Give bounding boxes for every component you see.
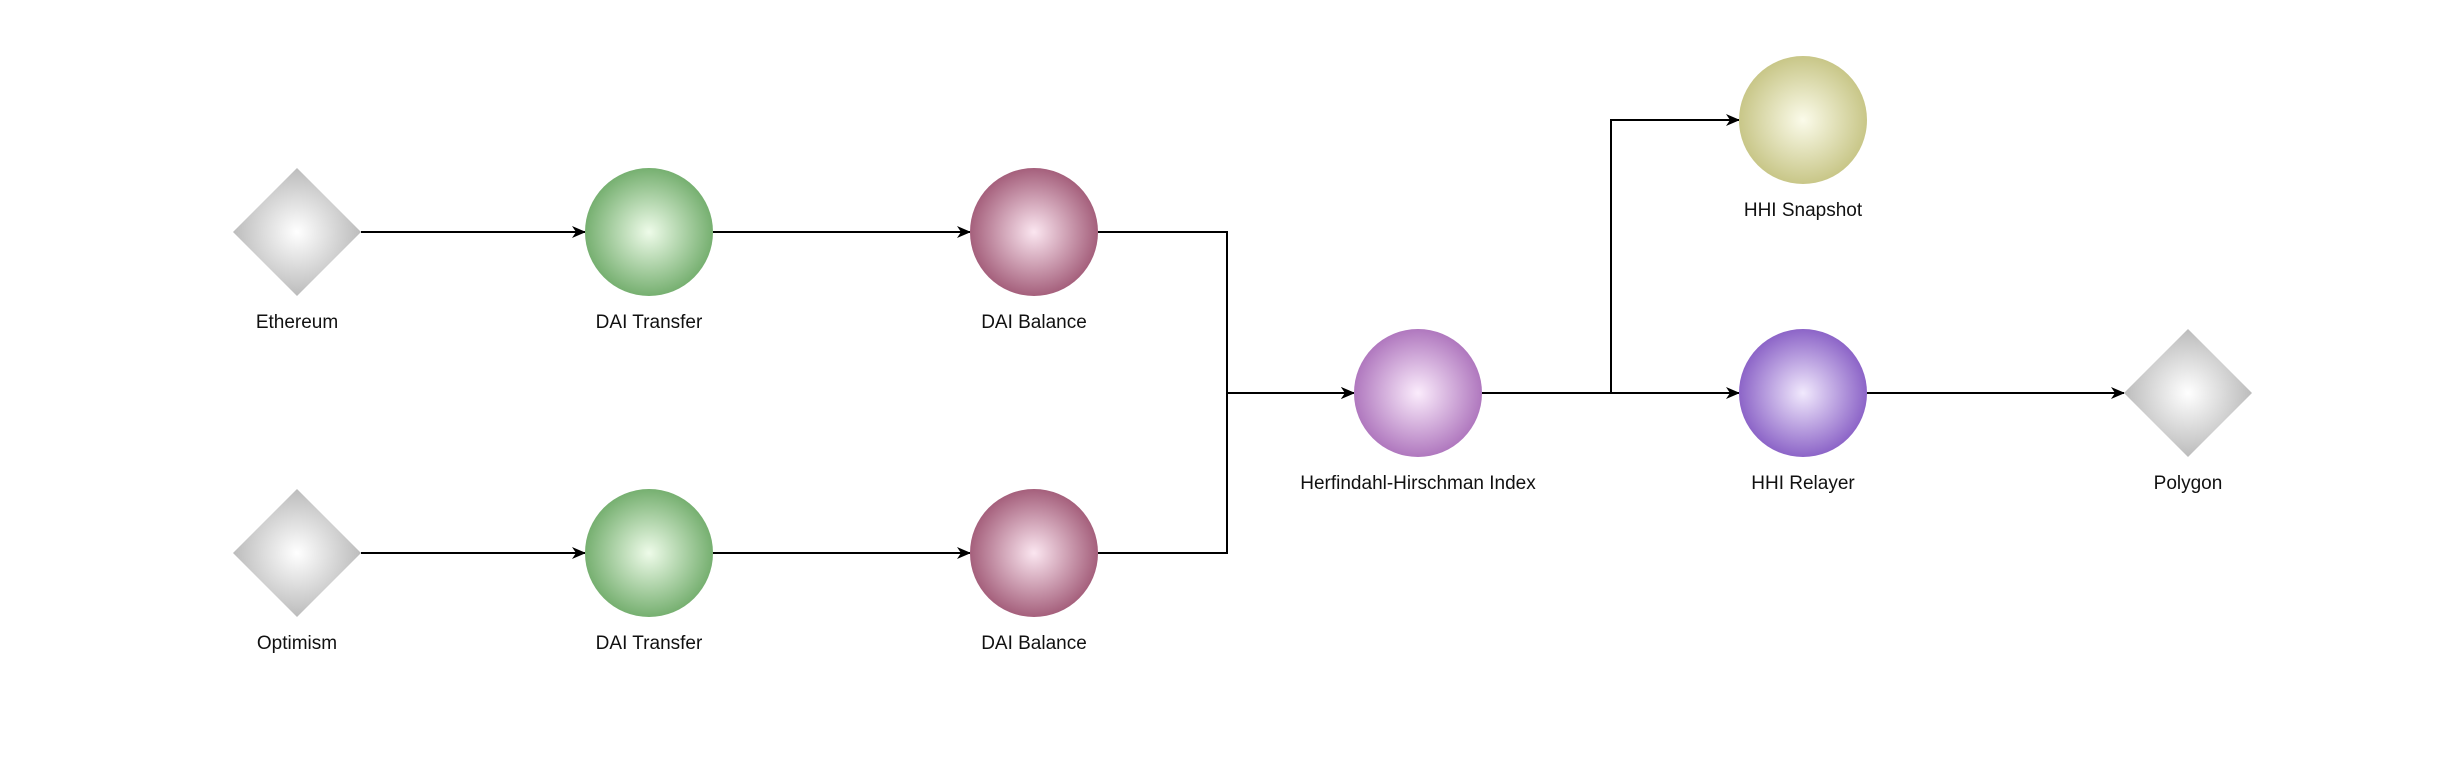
node-label-hhi: Herfindahl-Hirschman Index xyxy=(1300,473,1536,494)
edge-layer xyxy=(361,114,2125,559)
node-hhi[interactable]: Herfindahl-Hirschman Index xyxy=(1300,329,1536,494)
diamond-polygon xyxy=(2124,329,2252,457)
node-label-ethereum: Ethereum xyxy=(256,312,338,333)
circle-relayer xyxy=(1739,329,1867,457)
circle-balance_op xyxy=(970,489,1098,617)
circle-balance_eth xyxy=(970,168,1098,296)
node-polygon[interactable]: Polygon xyxy=(2124,329,2252,494)
node-label-snapshot: HHI Snapshot xyxy=(1744,200,1863,221)
node-label-optimism: Optimism xyxy=(257,633,337,654)
node-balance_eth[interactable]: DAI Balance xyxy=(970,168,1098,333)
diamond-optimism xyxy=(233,489,361,617)
node-label-balance_eth: DAI Balance xyxy=(981,312,1087,333)
edge-hhi-to-snapshot xyxy=(1482,114,1740,394)
circle-transfer_eth xyxy=(585,168,713,296)
circle-hhi xyxy=(1354,329,1482,457)
node-label-transfer_eth: DAI Transfer xyxy=(596,312,703,333)
node-transfer_eth[interactable]: DAI Transfer xyxy=(585,168,713,333)
diamond-ethereum xyxy=(233,168,361,296)
node-transfer_op[interactable]: DAI Transfer xyxy=(585,489,713,654)
node-label-transfer_op: DAI Transfer xyxy=(596,633,703,654)
node-ethereum[interactable]: Ethereum xyxy=(233,168,361,333)
edge-balance_eth-to-hhi xyxy=(1098,231,1355,399)
node-relayer[interactable]: HHI Relayer xyxy=(1739,329,1867,494)
node-optimism[interactable]: Optimism xyxy=(233,489,361,654)
node-label-relayer: HHI Relayer xyxy=(1751,473,1855,494)
edge-balance_op-to-hhi xyxy=(1098,387,1355,554)
node-label-polygon: Polygon xyxy=(2154,473,2223,494)
node-balance_op[interactable]: DAI Balance xyxy=(970,489,1098,654)
node-snapshot[interactable]: HHI Snapshot xyxy=(1739,56,1867,221)
circle-snapshot xyxy=(1739,56,1867,184)
circle-transfer_op xyxy=(585,489,713,617)
node-label-balance_op: DAI Balance xyxy=(981,633,1087,654)
